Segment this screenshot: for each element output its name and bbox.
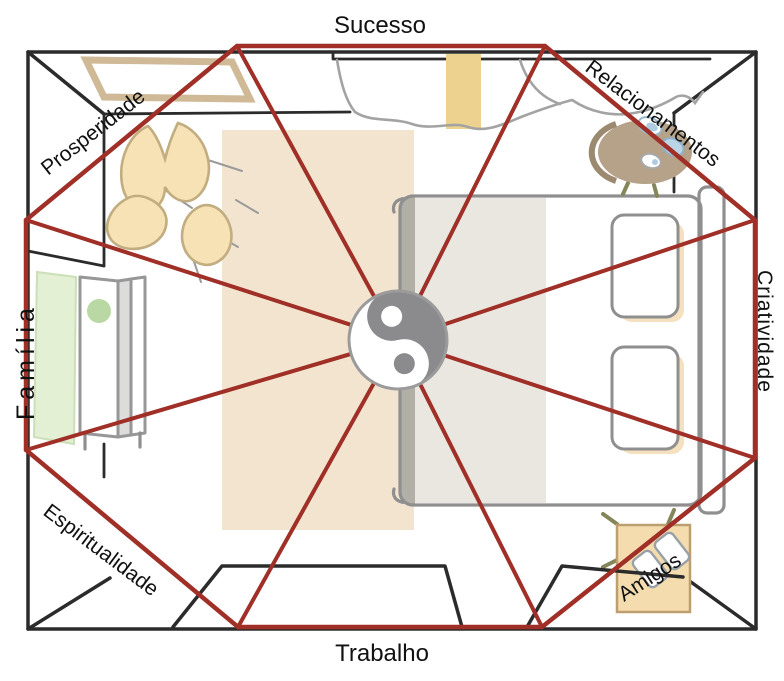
side-table-legs — [621, 181, 659, 198]
wall-corner-top-left — [26, 50, 106, 116]
plant-stem — [235, 199, 259, 214]
curtain-panel — [446, 54, 481, 129]
wall-picture-frame — [80, 56, 256, 103]
label-sucesso: Sucesso — [334, 12, 426, 39]
curtain-wave-line — [335, 58, 705, 131]
inner-wall-top-left — [102, 110, 352, 116]
wardrobe-side-panel — [116, 277, 133, 439]
spoke — [396, 338, 757, 460]
spoke — [24, 218, 400, 342]
plant-leaf — [180, 203, 233, 267]
wardrobe-legs — [83, 431, 142, 451]
slipper — [653, 531, 691, 571]
bagua-spokes — [24, 44, 757, 629]
label-criatividade: Criatividade — [753, 270, 776, 393]
yin-yang-dot — [393, 353, 415, 375]
spoke — [396, 44, 547, 342]
plant-leaf — [105, 194, 168, 251]
bed — [391, 185, 726, 515]
spoke — [236, 338, 400, 629]
door-opening-main — [171, 564, 464, 629]
curtain-fold-line — [518, 58, 562, 106]
wardrobe-knob — [87, 299, 111, 323]
side-table-top — [598, 120, 692, 184]
cup-inner — [652, 159, 658, 165]
wall-corner-bottom-right — [682, 575, 758, 631]
wall-corner-bottom-left — [26, 576, 112, 631]
window-header-line — [331, 51, 712, 61]
wardrobe-side-panel — [129, 275, 147, 437]
plant-stem — [207, 159, 243, 172]
slipper — [631, 549, 669, 589]
yin-yang-dot — [381, 305, 403, 327]
label-trabalho: Trabalho — [335, 640, 429, 667]
spoke — [396, 338, 544, 629]
yin-yang-icon — [347, 289, 449, 391]
door-openings — [171, 564, 685, 629]
wall-corner-top-right — [672, 50, 758, 115]
bed-corner-curl — [391, 487, 406, 504]
headboard — [697, 185, 726, 515]
inner-wall-left-slant — [26, 249, 106, 268]
nightstand — [601, 508, 692, 614]
spoke — [235, 44, 400, 342]
wardrobe — [32, 270, 147, 451]
bed-corner-curl — [391, 197, 406, 214]
spoke — [396, 218, 757, 342]
pillow — [610, 345, 680, 451]
spoke — [24, 338, 400, 452]
cup-inner — [646, 122, 658, 132]
plant — [105, 121, 259, 283]
door-opening-right — [525, 564, 685, 629]
yin-yang-outline — [347, 289, 449, 391]
nightstand-legs — [601, 508, 676, 569]
green-mat — [32, 270, 78, 446]
label-familia: Família — [12, 303, 40, 420]
side-table-shade — [588, 121, 618, 184]
window-curtains — [335, 54, 705, 131]
plant-leaf — [119, 121, 211, 212]
